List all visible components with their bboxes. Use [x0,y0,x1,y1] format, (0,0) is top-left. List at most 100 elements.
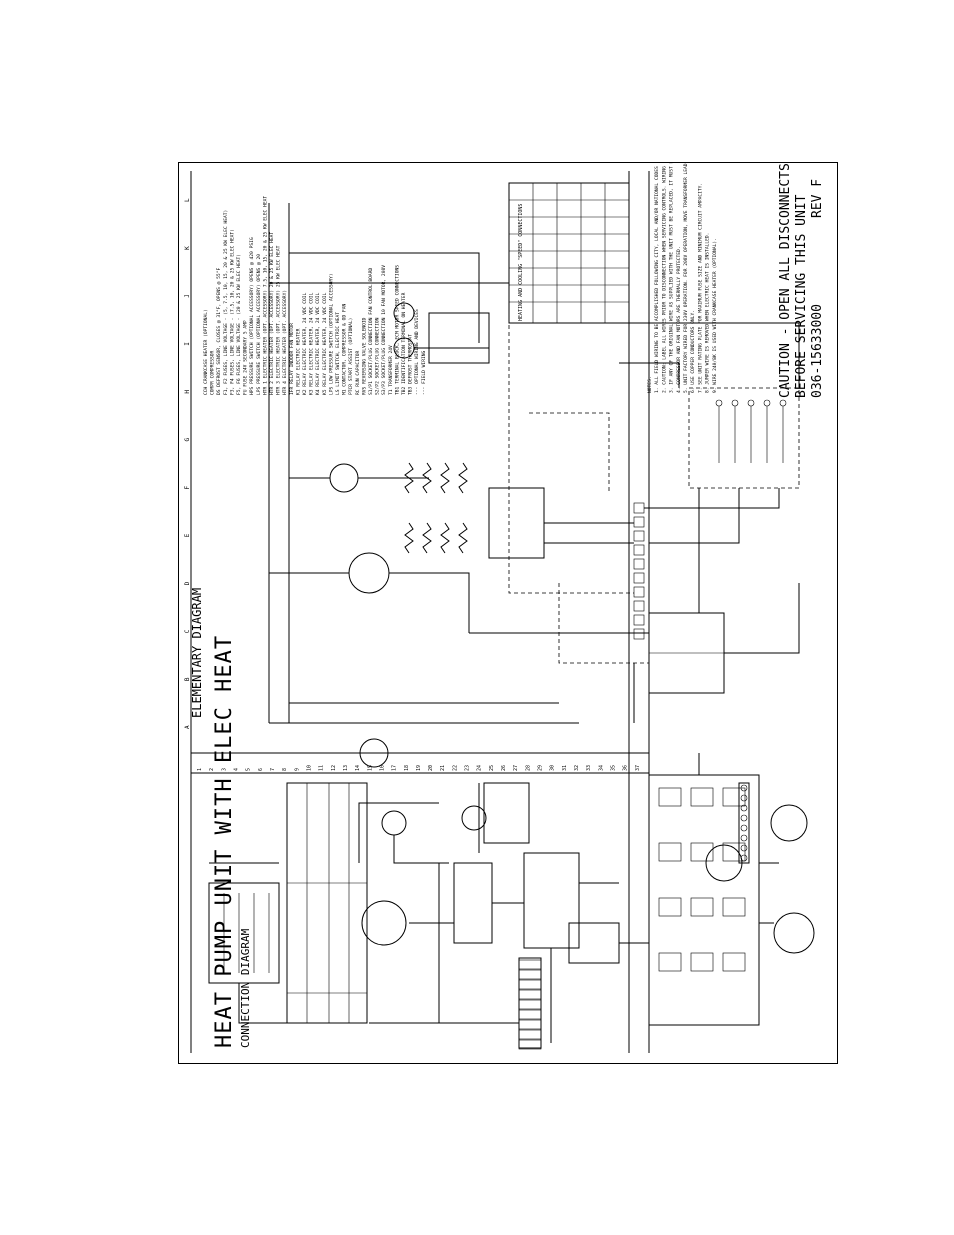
elem-od-fan [329,463,359,493]
column-letter: G [184,438,191,442]
row-number-group: 26 [501,765,507,771]
column-letter-group: J [184,294,191,298]
row-number: 34 [598,765,604,771]
row-number: 1 [197,768,203,771]
elem-id-fan-2 [393,302,415,324]
heat-relay-box [722,842,746,862]
heat-relays [658,787,746,972]
tb1-terminal [633,600,645,612]
row-number: 16 [379,765,385,771]
terminal-dot [740,784,748,792]
heater-elements [404,462,468,554]
heat-relay-box [658,842,682,862]
note-line: 8. JUMPER WIRE IS REMOVED WHEN ELECTRIC … [705,233,711,393]
column-letter: K [184,246,191,250]
legend-entry: S2/P2 SOCKET/PLUG CONNECTION [375,317,381,395]
row-number-group: 20 [428,765,434,771]
thermostat-terminal [747,399,755,407]
column-letter-group: A [184,725,191,729]
heater-element [440,522,450,554]
legend-entry: FU FUSE 24V SECONDARY 5 AMP [243,320,249,395]
legend-entry: K2 RELAY ELECTRIC HEATER, 24 VDC COIL [302,292,308,395]
elementary-wire [649,488,740,544]
legend-entry: M1 CONTACTOR, COMPRESSOR & OD FAN [342,303,348,395]
blower-table-frame [508,182,630,324]
elem-tb1 [633,502,645,640]
column-letter-group: D [184,581,191,585]
column-letter: B [184,677,191,681]
legend-entry: HTR 1 ELECTRIC HEATER (OPT. ACCESSORY) 7… [262,196,268,395]
thermostat-terminal [715,399,723,407]
row-number: 6 [258,768,264,771]
note-line: 7. SEE UNIT RATING PLATE FOR MAXIMUM FUS… [697,183,703,393]
elementary-wire [599,322,800,388]
heat-relay-box [722,787,746,807]
terminal-cell [518,959,542,970]
legend-group: CCH CRANKCASE HEATER (OPTIONAL)COMPR COM… [203,196,427,395]
heat-relay-box [690,897,714,917]
notes-group: NOTES:1. ALL FIELD WIRING TO BE ACCOMPLI… [647,163,718,393]
tb1-terminal [633,502,645,514]
row-number-group: 14 [355,765,361,771]
tb1-terminal [633,544,645,556]
row-number-group: 10 [306,765,312,771]
row-number: 10 [306,765,312,771]
tb1-terminal [633,572,645,584]
elementary-wire [389,572,470,633]
terminal-cell [518,979,542,990]
row-number: 2 [209,768,215,771]
legend-entry: T1 TRANSFORMER 24V [388,345,394,395]
heat-relay-box [690,842,714,862]
defrost-control-symbol [483,782,530,844]
terminal-cell [518,989,542,1000]
row-number: 3 [221,768,227,771]
row-number: 28 [525,765,531,771]
thermostat-terminal [731,399,739,407]
row-number-group: 34 [598,765,604,771]
row-number: 32 [574,765,580,771]
row-number: 21 [440,765,446,771]
heater-element [458,462,468,494]
row-number: 7 [270,768,276,771]
legend-entry: --- OPTIONAL WIRING AND DEVICES [414,309,420,395]
column-letter: L [184,198,191,202]
legend-entry: K3 RELAY ELECTRIC HEATER, 24 VDC COIL [309,292,315,395]
row-number-group: 11 [319,765,325,771]
terminal-cell [518,969,542,980]
drawing-sheet: HEAT PUMP UNIT WITH ELEC HEAT CONNECTION… [178,162,838,1064]
drawing-number: 036-15633000 [810,304,825,398]
heat-relay-box [722,897,746,917]
legend-entry: TB3 DEFROST THERMOSTAT [408,334,414,395]
legend-entry: DS DEFROST SENSOR, CLOSES @ 31°F, OPENS … [216,268,222,395]
capacitor-symbol [461,805,487,831]
schematic-drawing: HEAT PUMP UNIT WITH ELEC HEAT CONNECTION… [184,163,825,1053]
row-number-group: 24 [477,765,483,771]
terminal-cell [518,1039,542,1050]
terminal-cell [518,1019,542,1030]
terminal-dots [740,784,748,862]
heat-relay-box [658,952,682,972]
heat-relay-box [722,952,746,972]
thermostat-terminal [779,399,787,407]
row-number-group: 7 [270,768,276,771]
heater-element [404,522,414,554]
row-number: 17 [392,765,398,771]
elem-room-thermostat [688,387,800,489]
row-number: 11 [319,765,325,771]
row-number-group: 9 [294,768,300,771]
connection-diagram-label: CONNECTION DIAGRAM [239,928,252,1048]
control-board-symbol [523,852,580,949]
column-letter: E [184,533,191,537]
drawing-title: HEAT PUMP UNIT WITH ELEC HEAT [212,635,237,1048]
row-number-group: 30 [550,765,556,771]
note-line: 4. COMPRESSOR AND FAN MOTORS ARE THERMAL… [676,246,682,393]
column-letter: H [184,390,191,394]
column-letter-group: G [184,438,191,442]
row-number: 15 [367,765,373,771]
terminal-dot [740,824,748,832]
fuse-table-frame [286,782,368,1024]
note-line: 6. USE COPPER CONDUCTORS ONLY. [690,310,696,393]
caution-line-1: CAUTION - OPEN ALL DISCONNECTS [778,163,793,398]
